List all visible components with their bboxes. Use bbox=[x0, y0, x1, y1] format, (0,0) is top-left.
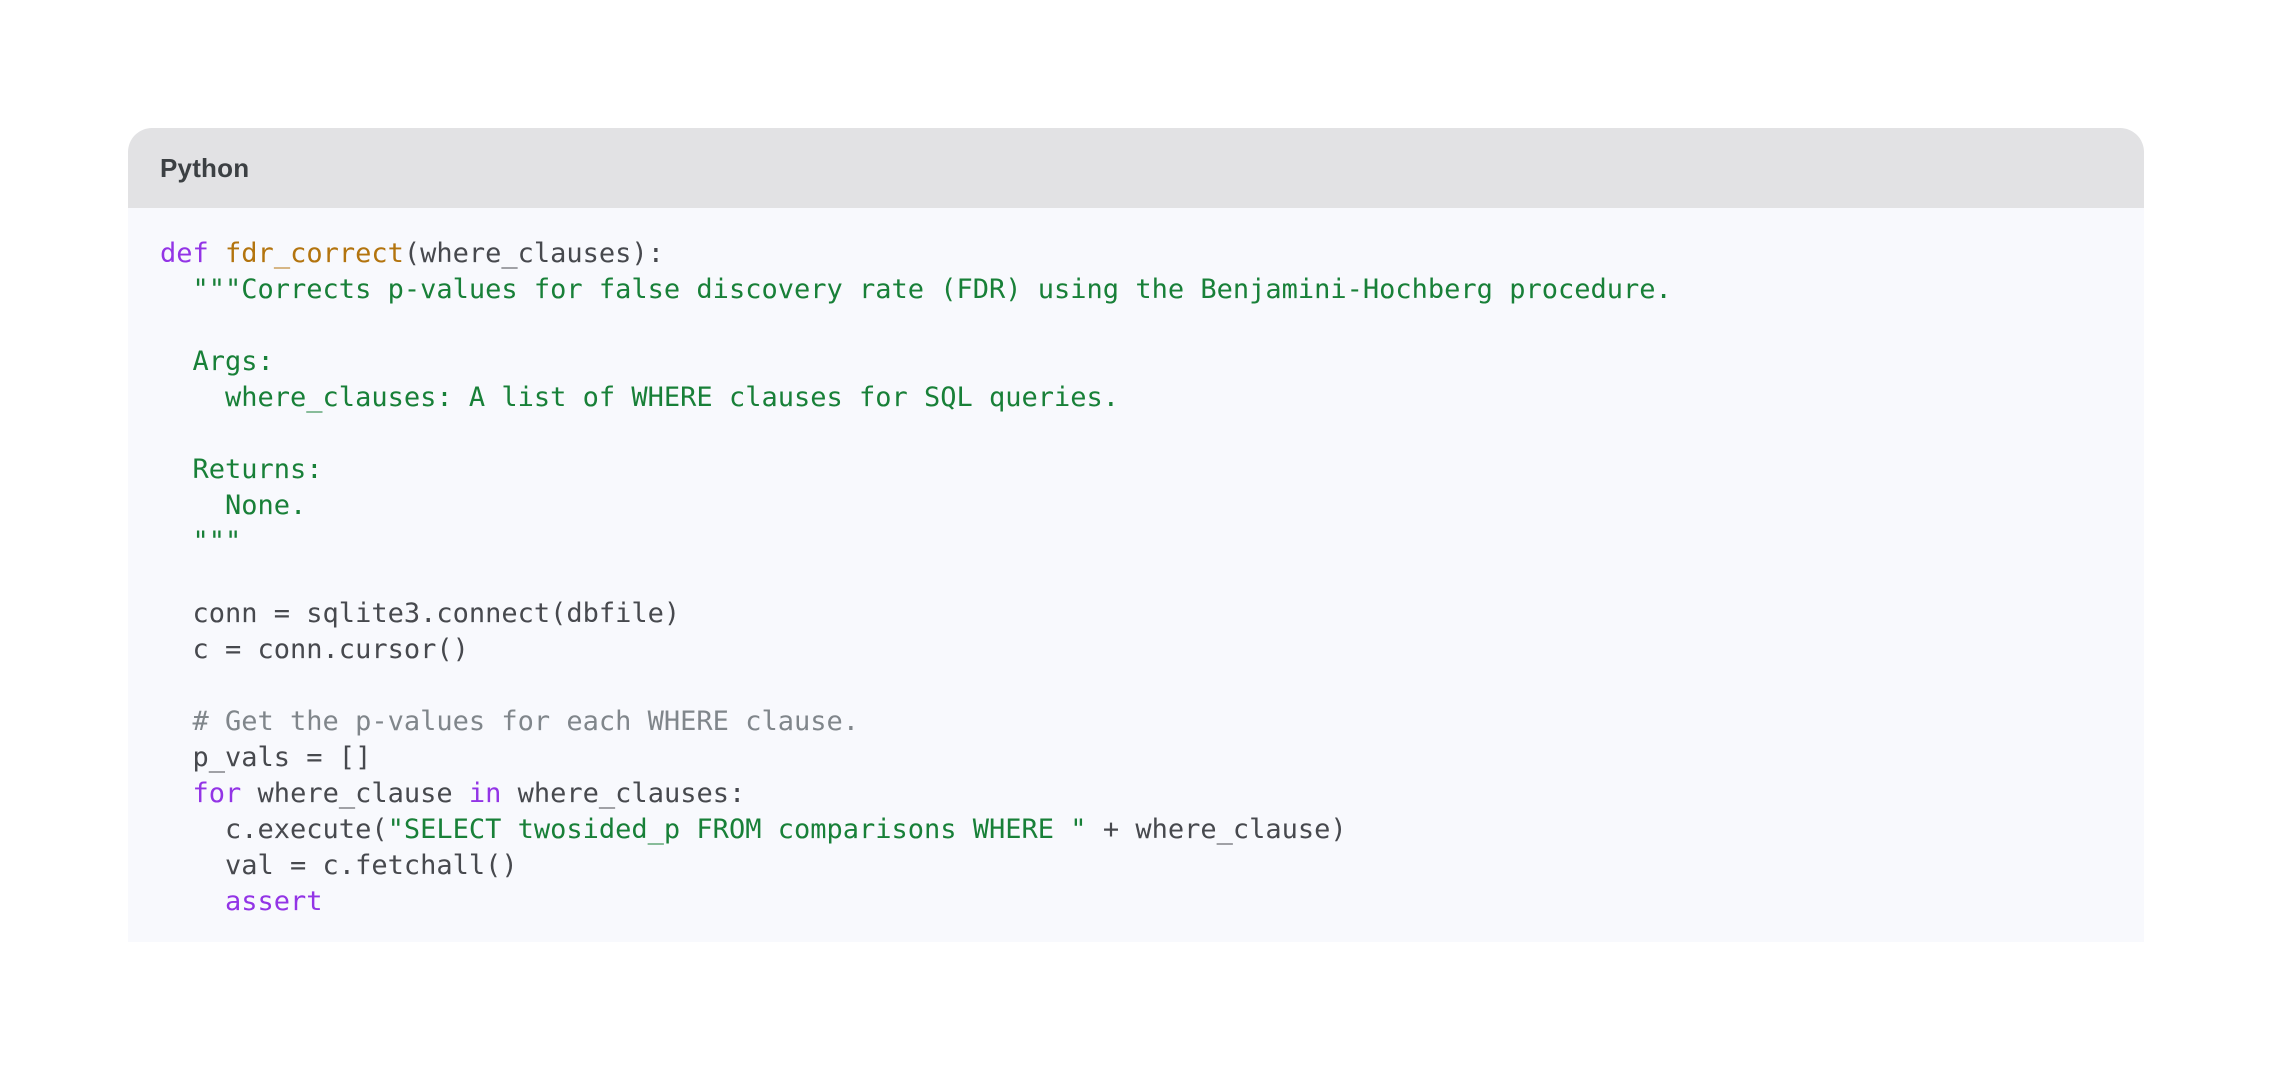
code-token-pln: conn = sqlite3.connect(dbfile) bbox=[160, 598, 681, 629]
code-token-str: None. bbox=[160, 490, 307, 521]
code-token-pln bbox=[209, 238, 225, 269]
code-line: c = conn.cursor() bbox=[160, 632, 2112, 668]
code-line bbox=[160, 560, 2112, 596]
code-block-card: Python def fdr_correct(where_clauses): "… bbox=[128, 128, 2144, 942]
code-line bbox=[160, 308, 2112, 344]
code-token-str: where_clauses: A list of WHERE clauses f… bbox=[160, 382, 1120, 413]
code-token-pln: where_clauses: bbox=[501, 778, 746, 809]
code-line: Returns: bbox=[160, 452, 2112, 488]
code-token-pln: c.execute( bbox=[160, 814, 388, 845]
code-line bbox=[160, 668, 2112, 704]
code-token-pln: where_clause bbox=[241, 778, 469, 809]
code-token-str: """Corrects p-values for false discovery… bbox=[160, 274, 1672, 305]
code-token-kwd: for bbox=[192, 778, 242, 809]
code-token-kwd: def bbox=[160, 238, 209, 269]
code-token-str: """ bbox=[160, 526, 242, 557]
code-token-pln bbox=[160, 778, 193, 809]
code-line: where_clauses: A list of WHERE clauses f… bbox=[160, 380, 2112, 416]
code-token-pln: c = conn.cursor() bbox=[160, 634, 469, 665]
code-token-pln: val = c.fetchall() bbox=[160, 850, 518, 881]
code-line: val = c.fetchall() bbox=[160, 848, 2112, 884]
code-line: p_vals = [] bbox=[160, 740, 2112, 776]
code-line: def fdr_correct(where_clauses): bbox=[160, 236, 2112, 272]
code-line: """Corrects p-values for false discovery… bbox=[160, 272, 2112, 308]
code-content: def fdr_correct(where_clauses): """Corre… bbox=[160, 236, 2112, 920]
code-language-label: Python bbox=[160, 152, 250, 183]
code-token-pln: p_vals = [] bbox=[160, 742, 372, 773]
code-token-pln bbox=[160, 886, 225, 917]
code-token-str: Args: bbox=[160, 346, 274, 377]
code-block-header: Python bbox=[128, 128, 2144, 208]
code-block-body: def fdr_correct(where_clauses): """Corre… bbox=[128, 208, 2144, 942]
code-line: None. bbox=[160, 488, 2112, 524]
code-line: """ bbox=[160, 524, 2112, 560]
code-token-com: # Get the p-values for each WHERE clause… bbox=[160, 706, 859, 737]
code-token-pln: + where_clause) bbox=[1086, 814, 1347, 845]
code-token-str: Returns: bbox=[160, 454, 323, 485]
code-token-str: "SELECT twosided_p FROM comparisons WHER… bbox=[387, 814, 1087, 845]
code-token-pln: (where_clauses): bbox=[403, 238, 664, 269]
code-token-fn: fdr_correct bbox=[225, 238, 404, 269]
code-line: conn = sqlite3.connect(dbfile) bbox=[160, 596, 2112, 632]
code-line: Args: bbox=[160, 344, 2112, 380]
code-token-kwd: assert bbox=[225, 886, 323, 917]
code-token-kwd: in bbox=[468, 778, 502, 809]
code-line: # Get the p-values for each WHERE clause… bbox=[160, 704, 2112, 740]
code-line bbox=[160, 416, 2112, 452]
code-line: c.execute("SELECT twosided_p FROM compar… bbox=[160, 812, 2112, 848]
code-line: for where_clause in where_clauses: bbox=[160, 776, 2112, 812]
code-line: assert bbox=[160, 884, 2112, 920]
